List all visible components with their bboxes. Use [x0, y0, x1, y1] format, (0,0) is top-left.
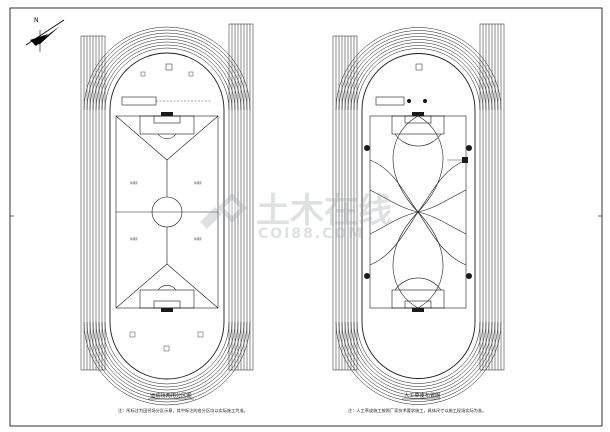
- right-top-pole-right: [423, 99, 427, 103]
- right-top-marker: [415, 63, 423, 71]
- right-straight-lanes-west: [332, 35, 358, 371]
- right-goal-bottom: [412, 308, 424, 312]
- right-goal-top: [412, 112, 424, 116]
- sheet-border: [9, 7, 603, 427]
- watermark-sub-text: COI88.COM: [258, 226, 364, 242]
- left-zone-label-2: 球场区: [194, 181, 202, 185]
- left-top-marker: [165, 63, 173, 71]
- north-arrow-icon: N: [25, 17, 65, 52]
- right-plan-note: 注：人工草皮施工按照厂家技术要求施工，具体尺寸以施工现场实际为准。: [348, 407, 486, 414]
- left-zone-label-1: 球场区: [130, 181, 138, 185]
- left-plan-note: 注：所标注为田径场分区示意，其中标注的各分区均以实际施工为准。: [118, 407, 248, 414]
- right-plan-title: 人工草皮布置图: [404, 391, 440, 399]
- watermark-logo-icon: [200, 193, 247, 229]
- watermark-main-text: 土木在线: [256, 191, 392, 231]
- right-light-pole-2: [466, 145, 472, 151]
- right-light-pole-3: [364, 273, 370, 279]
- left-goal-top: [161, 112, 173, 116]
- left-plan-title: 运动场两用分区图: [150, 391, 192, 399]
- left-goal-bottom: [161, 308, 173, 312]
- left-bottom-box-1: [129, 331, 136, 338]
- watermark: 土木在线 COI88.COM: [200, 191, 392, 242]
- left-zone-label-3: 球场区: [130, 237, 138, 241]
- left-plan: 球场区 球场区 球场区 球场区 运动场两用分区图 注：所标注为田径场分区示意，其…: [80, 23, 254, 414]
- left-small-box-1: [140, 71, 146, 77]
- left-jump-pit-top: [121, 96, 157, 106]
- left-infield-boundary: [109, 52, 225, 380]
- left-bottom-box-2: [197, 331, 204, 338]
- left-football-field: [115, 115, 219, 309]
- right-top-pole-left: [407, 99, 411, 103]
- right-infield-boundary: [361, 53, 476, 379]
- left-bottom-box-3: [163, 345, 170, 352]
- right-straight-lanes-east: [479, 23, 505, 371]
- left-straight-lanes-east: [228, 23, 254, 371]
- right-light-pole-1: [364, 145, 370, 151]
- left-zone-label-4: 球场区: [194, 237, 202, 241]
- left-small-box-2: [188, 71, 194, 77]
- north-label: N: [34, 17, 39, 24]
- right-light-pole-4: [466, 273, 472, 279]
- right-jump-pit-top: [375, 96, 405, 106]
- left-straight-lanes-west: [80, 35, 106, 371]
- right-label-marker: [462, 157, 468, 163]
- right-turf-field: [369, 115, 467, 309]
